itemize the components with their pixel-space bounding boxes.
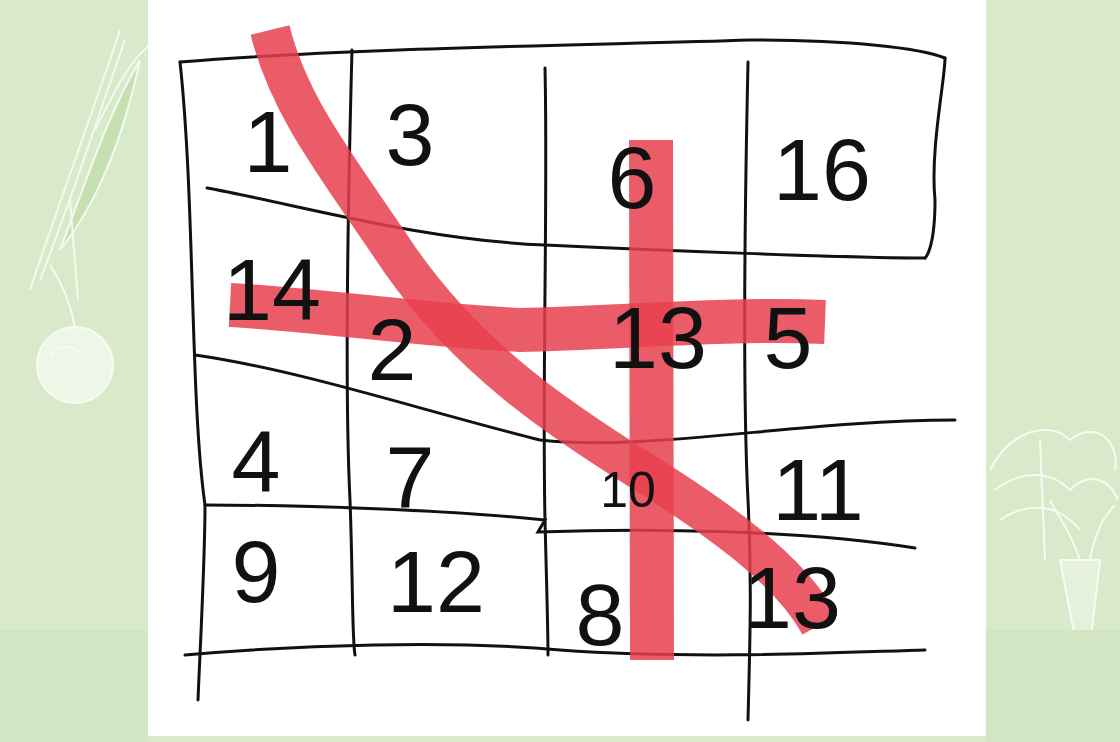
cell-number: 5	[764, 294, 813, 382]
cell-number: 11	[772, 446, 863, 534]
pale-band	[986, 630, 1120, 742]
cell-number: 1	[244, 98, 293, 186]
pea-pod-sketch	[30, 30, 150, 300]
lettuce-sketch	[990, 430, 1118, 560]
cell-number: 16	[773, 126, 871, 214]
cell-number: 2	[368, 306, 417, 394]
cell-number: 9	[232, 528, 281, 616]
cell-number: 6	[608, 134, 657, 222]
cell-number: 3	[386, 91, 435, 179]
highlight-strokes	[230, 30, 825, 660]
cell-number: 13	[743, 554, 841, 642]
cell-number: 14	[223, 246, 321, 334]
cell-number: 12	[387, 538, 485, 626]
pale-band	[0, 630, 148, 742]
cherry-sketch	[37, 265, 113, 403]
cell-number: 13	[609, 294, 707, 382]
cell-number: 8	[576, 571, 625, 659]
cell-number: 10	[600, 465, 656, 515]
cell-number: 4	[232, 418, 281, 506]
cell-number: 7	[386, 434, 435, 522]
grid-lines	[180, 40, 955, 720]
